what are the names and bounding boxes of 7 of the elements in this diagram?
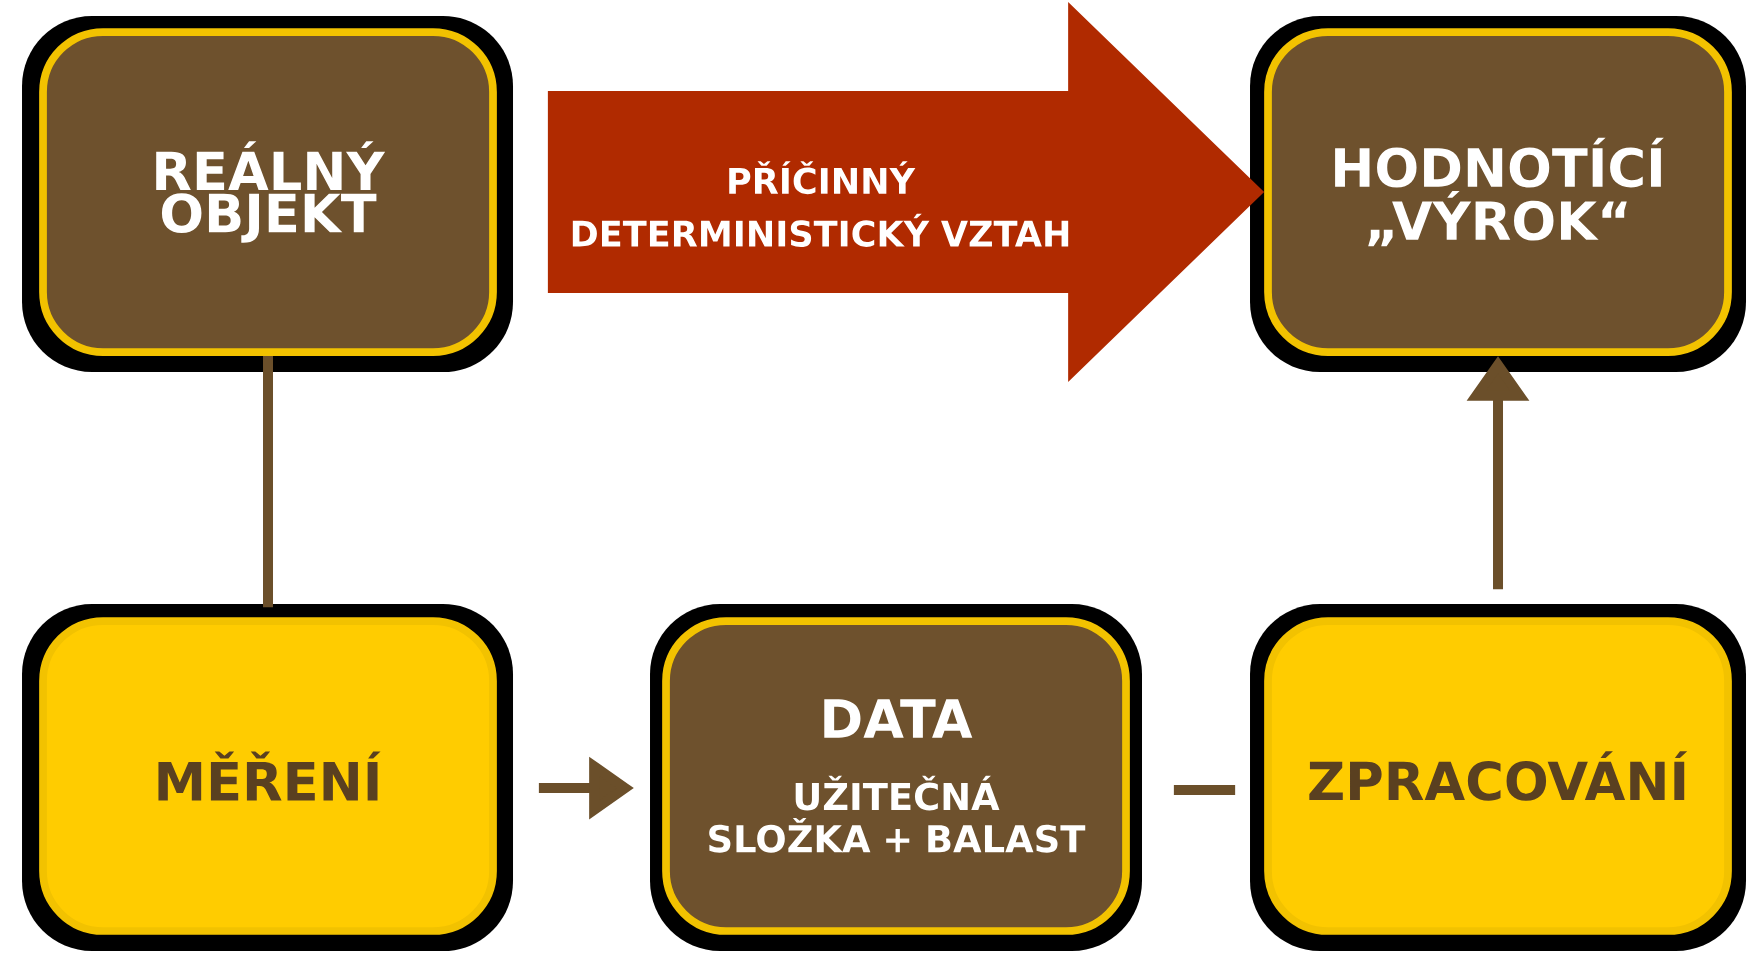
- process-box: ZPRACOVÁNÍ: [1264, 617, 1732, 935]
- process-box: MĚŘENÍ: [39, 617, 497, 935]
- block-arrow: [547, 2, 1265, 382]
- edge-label: PŘÍČINNÝ DETERMINISTICKÝ VZTAH: [572, 161, 1069, 247]
- process-box: REÁLNÝ OBJEKT: [39, 28, 497, 356]
- process-box: HODNOTÍCÍ „VÝROK“: [1264, 28, 1732, 356]
- process-box: DATA UŽITEČNÁ SLOŽKA + BALAST: [662, 617, 1130, 935]
